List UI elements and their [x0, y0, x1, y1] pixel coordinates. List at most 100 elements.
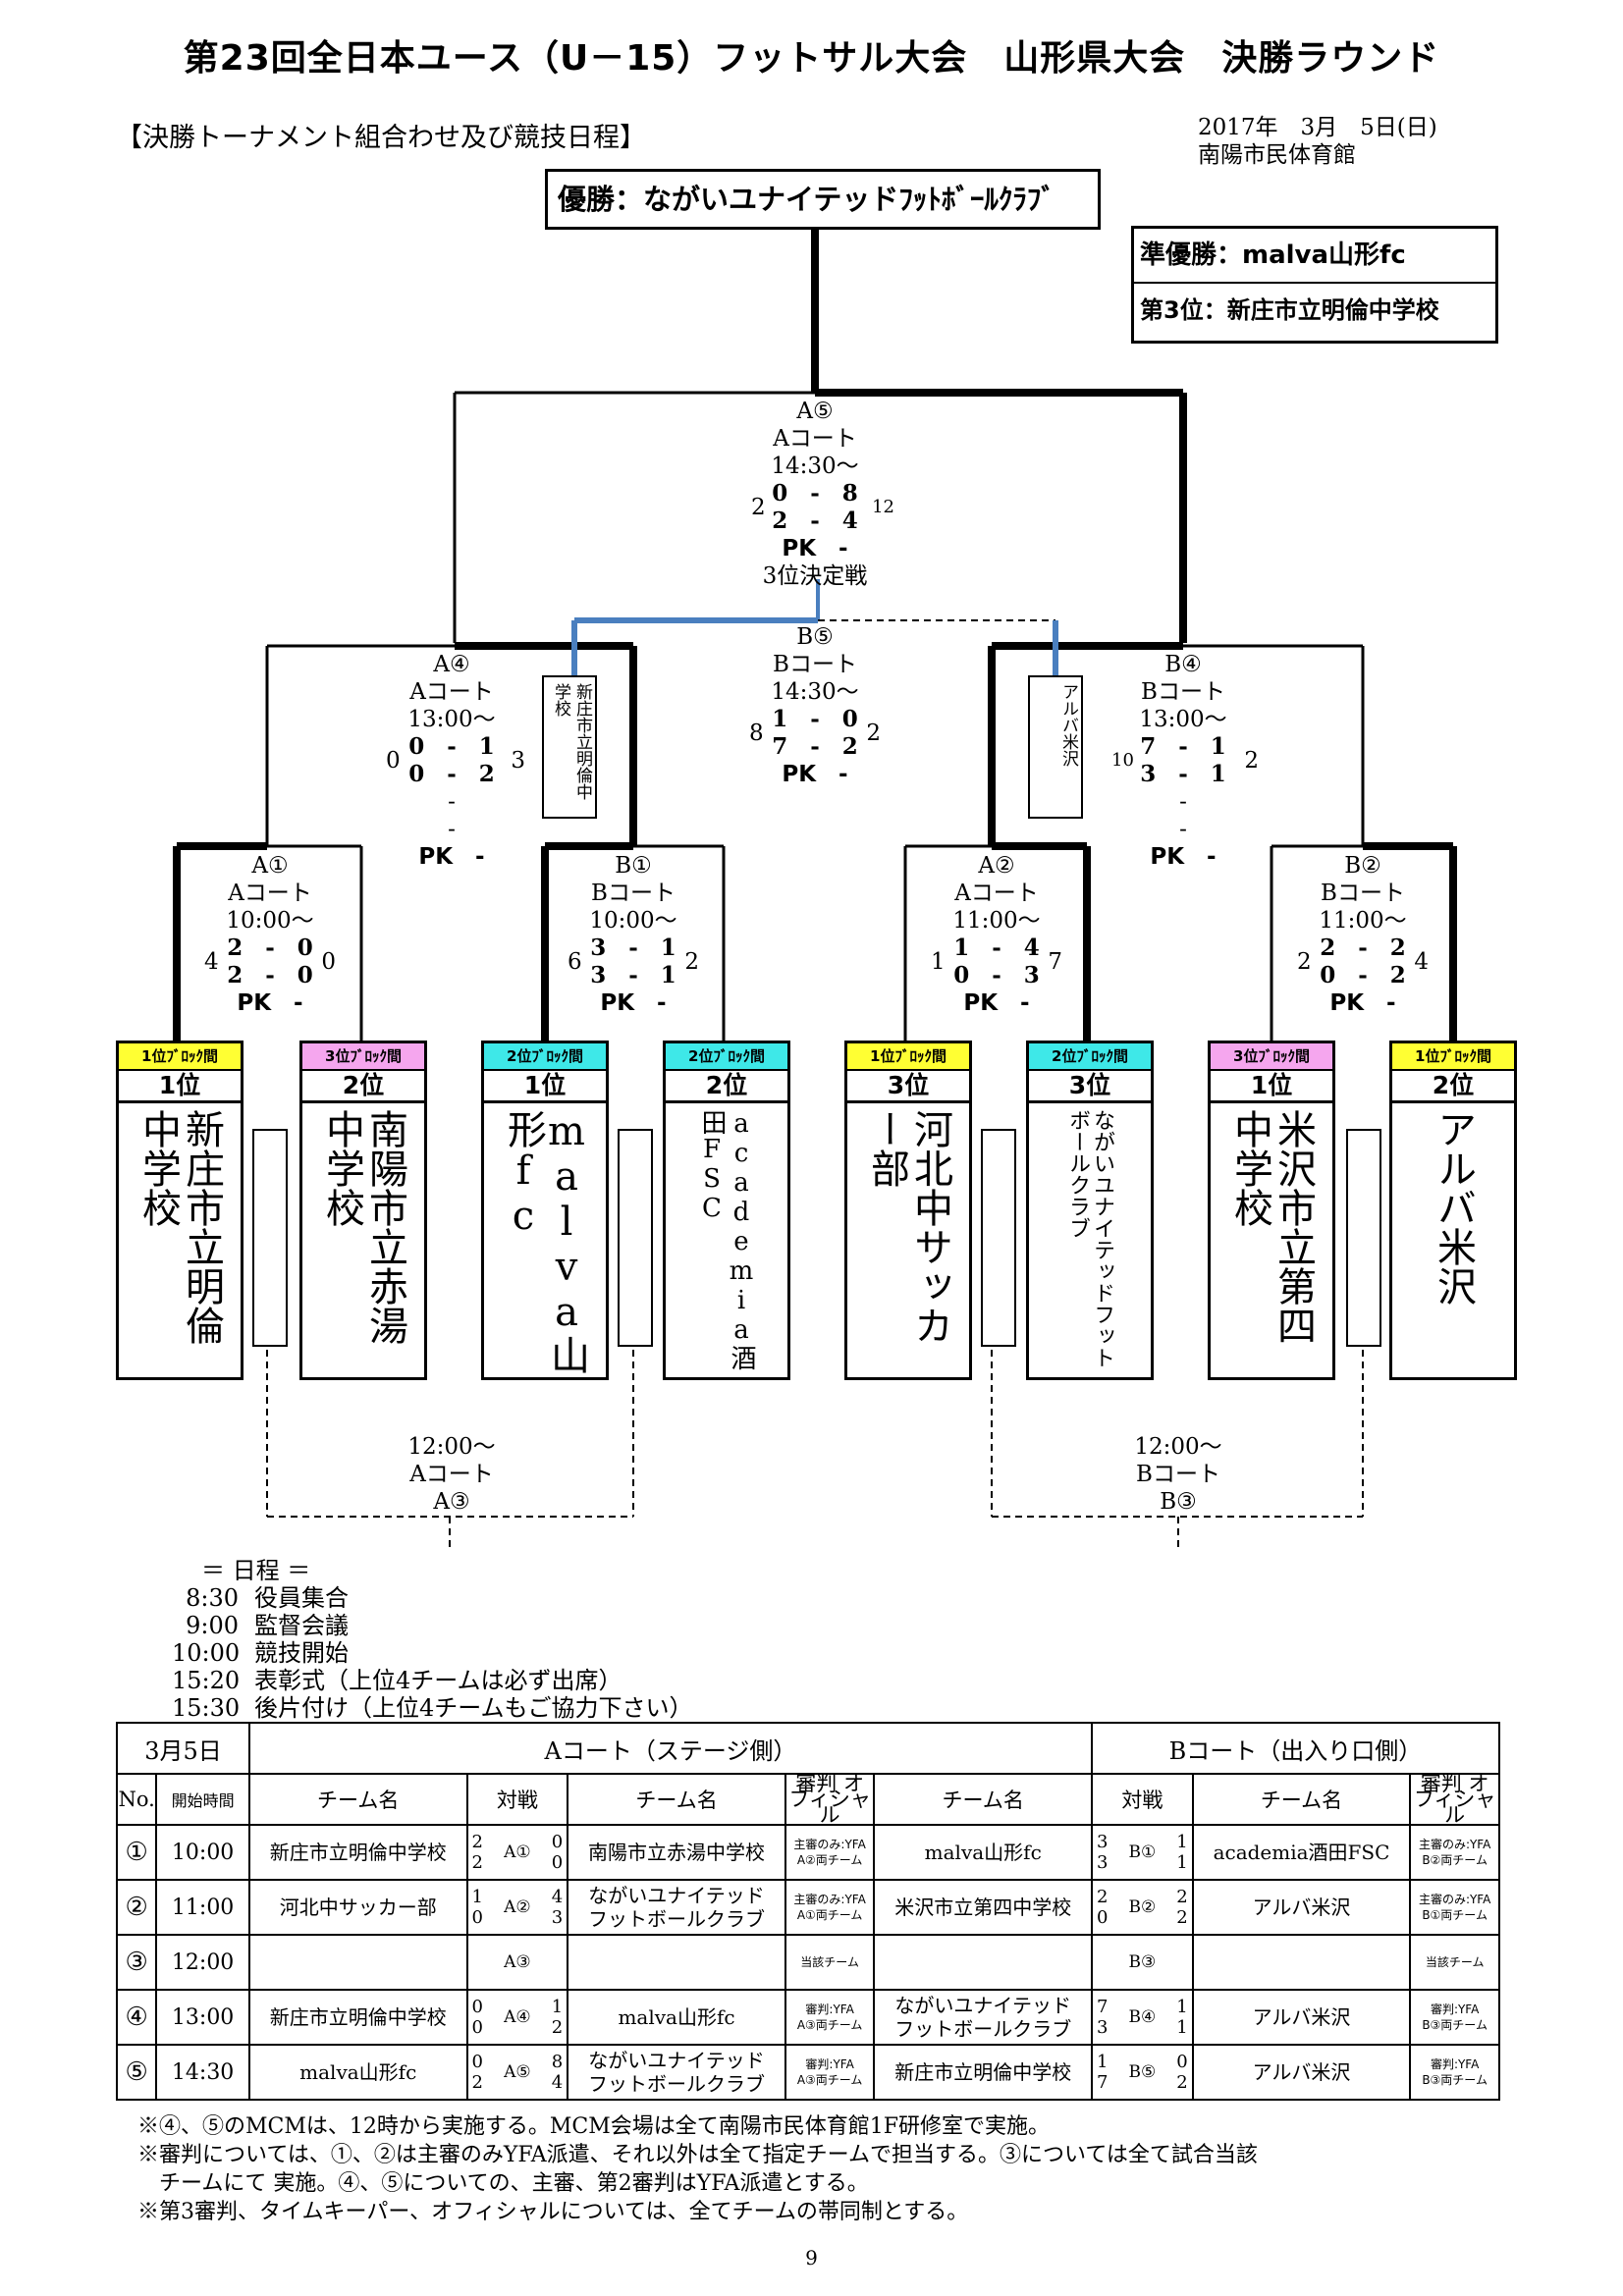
rank-label: 2位 — [302, 1071, 424, 1103]
block-label: 3位ﾌﾞﾛｯｸ間 — [302, 1043, 424, 1071]
block-label: 2位ﾌﾞﾛｯｸ間 — [666, 1043, 787, 1071]
score-left: 2 2 — [471, 1832, 483, 1873]
team-box: 2位ﾌﾞﾛｯｸ間 1位 malva山形fc — [481, 1041, 609, 1380]
match-b3: 12:00～ Bコート B③ — [1085, 1433, 1271, 1516]
referee-line: 審判:YFA — [805, 2057, 854, 2071]
total-left: 2 — [751, 495, 766, 520]
team-name: 河北中サッカー部 — [864, 1109, 952, 1345]
score-left: 0 2 — [471, 2052, 483, 2093]
row-time: 13:00 — [155, 1989, 250, 2046]
match-a4: A④ Aコート 13:00～ 0 0 ‐ 1 0 ‐ 2 ‐ ‐ 3 PK - — [358, 651, 545, 871]
note-line: ※審判については、①、②は主審のみYFA派遣、それ以外は全て指定チームで担当する… — [137, 2143, 1258, 2167]
referee-line: 主審のみ:YFA — [793, 1838, 866, 1851]
schedule-time: 10:00 — [172, 1639, 241, 1667]
bracket-lines — [173, 226, 1457, 1549]
referee-line: B②両チーム — [1422, 1853, 1488, 1867]
pk-label: PK - — [237, 990, 303, 1016]
score-row: 0 ‐ 1 — [408, 733, 495, 760]
row-no: ② — [115, 1879, 158, 1936]
standings-box: 準優勝：malva山形fc 第3位：新庄市立明倫中学校 — [1131, 226, 1498, 344]
semi-label-right: アルバ米沢 — [1028, 675, 1083, 819]
rank-label: 1位 — [484, 1071, 606, 1103]
team-name — [873, 1934, 1093, 1991]
score-row: 7 ‐ 2 — [772, 733, 858, 760]
match-id: B① — [615, 853, 652, 879]
total-right: 7 — [1048, 949, 1062, 975]
score-row: 2 ‐ 0 — [227, 962, 313, 988]
match-scores: 0 0 ‐ 1 0 ‐ 2 ‐ ‐ 3 — [358, 733, 545, 843]
score-row: 0 ‐ 3 — [953, 962, 1040, 988]
score-left: 3 3 — [1097, 1832, 1109, 1873]
schedule-header: ＝ 日程 ＝ — [201, 1557, 311, 1584]
match-scores: 6 3 ‐ 1 3 ‐ 1 2 — [540, 934, 727, 989]
score-right: 1 2 — [551, 1997, 564, 2038]
team-name: 河北中サッカー部 — [247, 1879, 468, 1936]
col-vs-b: 対戦 — [1091, 1773, 1194, 1826]
team-name: 新庄市立明倫中学校 — [135, 1109, 224, 1345]
team-box: 2位ﾌﾞﾛｯｸ間 3位 ながいユナイテッドフットボールクラブ — [1026, 1041, 1154, 1380]
referee-line: 審判:YFA — [1430, 2057, 1480, 2071]
referee-line: A①両チーム — [796, 1908, 863, 1922]
match-id: A⑤ — [796, 399, 834, 424]
rank-label: 2位 — [666, 1071, 787, 1103]
score-right: 0 2 — [1176, 2052, 1188, 2093]
team-name: 新庄市立明倫中学校 — [247, 1824, 468, 1881]
match-a2: A② Aコート 11:00～ 1 1 ‐ 4 0 ‐ 3 7 PK - — [903, 852, 1090, 1017]
schedule-text: 後片付け（上位4チームもご協力下さい） — [254, 1694, 693, 1722]
score-row: ‐ — [1179, 789, 1187, 815]
match-scores: 1 1 ‐ 4 0 ‐ 3 7 — [903, 934, 1090, 989]
col-time: 開始時間 — [155, 1773, 250, 1826]
team-name: アルバ米沢 — [1191, 1989, 1412, 2046]
match-time: 12:00～ — [407, 1434, 496, 1460]
total-left: 2 — [1297, 949, 1312, 975]
team-name — [247, 1934, 468, 1991]
match-id: B② — [1344, 853, 1381, 879]
empty-slot — [981, 1129, 1016, 1347]
score-row: 2 ‐ 4 — [772, 507, 858, 534]
match-court: Aコート — [409, 1462, 494, 1487]
row-time: 11:00 — [155, 1879, 250, 1936]
total-left: 6 — [568, 949, 582, 975]
team-box: 1位ﾌﾞﾛｯｸ間 2位 アルバ米沢 — [1389, 1041, 1517, 1380]
score-left: 1 0 — [471, 1887, 483, 1928]
team-box: 2位ﾌﾞﾛｯｸ間 2位 academia酒田FSC — [663, 1041, 790, 1380]
col-team-a1: チーム名 — [247, 1773, 468, 1826]
row-no: ⑤ — [115, 2044, 158, 2101]
match-timetable: 3月5日 Aコート（ステージ側） Bコート（出入り口側） No. 開始時間 チー… — [115, 1722, 1500, 2101]
referee-line: 当該チーム — [1425, 1955, 1485, 1969]
score-right: 2 2 — [1176, 1887, 1188, 1928]
section-subtitle: 【決勝トーナメント組合わせ及び競技日程】 — [116, 123, 646, 153]
team-name: アルバ米沢 — [1191, 2044, 1412, 2101]
schedule-time: 9:00 — [186, 1612, 239, 1639]
team-name: アルバ米沢 — [1431, 1109, 1476, 1306]
total-left: 8 — [749, 721, 764, 746]
match-court: Aコート — [409, 679, 494, 705]
match-time: 10:00～ — [226, 908, 314, 934]
total-right: 4 — [1414, 949, 1429, 975]
match-code: A⑤ — [504, 2062, 531, 2082]
block-label: 2位ﾌﾞﾛｯｸ間 — [484, 1043, 606, 1071]
block-label: 1位ﾌﾞﾛｯｸ間 — [1392, 1043, 1514, 1071]
row-no: ④ — [115, 1989, 158, 2046]
referee-line: 審判:YFA — [805, 2002, 854, 2016]
match-court: Aコート — [773, 426, 857, 452]
pk-label: PK - — [782, 762, 848, 787]
col-ref-b: 審判 オフィシャル — [1409, 1773, 1500, 1826]
pk-label: PK - — [963, 990, 1030, 1016]
score-right: 0 0 — [551, 1832, 564, 1873]
match-time: 11:00～ — [1319, 908, 1407, 934]
col-vs-a: 対戦 — [465, 1773, 569, 1826]
